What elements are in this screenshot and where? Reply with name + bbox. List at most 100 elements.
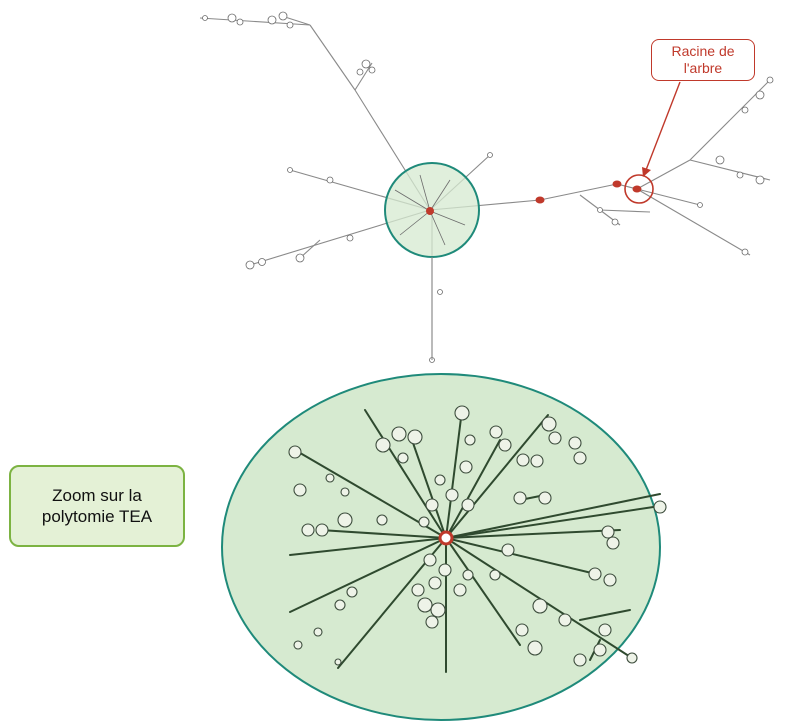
leaf-node xyxy=(515,623,529,637)
tree-branch xyxy=(299,239,321,259)
root-label-line2: l'arbre xyxy=(683,60,723,76)
leaf-node xyxy=(766,76,774,84)
polytomy-mini-branch xyxy=(399,210,431,236)
root-callout-label: Racine de l'arbre xyxy=(651,39,755,81)
leaf-node xyxy=(438,563,452,577)
leaf-node xyxy=(325,473,335,483)
leaf-node xyxy=(601,525,615,539)
leaf-node xyxy=(715,155,725,165)
zoomed-branch xyxy=(445,537,521,646)
leaf-node xyxy=(286,21,294,29)
leaf-node xyxy=(376,514,388,526)
leaf-node xyxy=(445,488,459,502)
leaf-node xyxy=(293,640,303,650)
polytomy-mini-branches xyxy=(394,174,466,246)
leaf-node xyxy=(437,289,443,295)
zoom-callout-label: Zoom sur la polytomie TEA xyxy=(9,465,185,547)
tree-branch xyxy=(689,119,731,161)
leaf-node xyxy=(573,451,587,465)
zoomed-branch xyxy=(445,529,621,539)
leaf-node xyxy=(245,260,255,270)
zoomed-branches xyxy=(289,409,661,673)
leaf-node xyxy=(697,202,703,208)
leaf-node xyxy=(236,18,244,26)
leaf-node xyxy=(462,569,474,581)
leaf-node xyxy=(301,523,315,537)
leaf-node xyxy=(501,543,515,557)
polytomy-mini-branch xyxy=(394,189,431,212)
leaf-node xyxy=(538,491,552,505)
leaf-node xyxy=(423,553,437,567)
leaf-node xyxy=(611,218,619,226)
zoomed-branch xyxy=(445,414,549,539)
internal-node xyxy=(612,180,622,188)
leaf-node xyxy=(288,445,302,459)
leaf-node xyxy=(346,234,354,242)
zoomed-branch xyxy=(445,537,601,576)
leaf-node xyxy=(603,573,617,587)
leaf-node xyxy=(532,598,548,614)
leaf-node xyxy=(755,90,765,100)
tree-branch xyxy=(636,188,701,206)
leaf-node xyxy=(361,59,371,69)
leaf-node xyxy=(558,613,572,627)
tree-branch xyxy=(689,159,771,181)
zoomed-branch xyxy=(445,493,661,539)
zoom-ellipse xyxy=(221,373,661,721)
leaf-node xyxy=(573,653,587,667)
leaf-node xyxy=(425,615,439,629)
leaf-node xyxy=(368,66,376,74)
polytomy-mini-branch xyxy=(419,174,431,212)
leaf-node xyxy=(498,438,512,452)
leaf-clusters xyxy=(202,11,774,363)
polytomy-mini-branch xyxy=(429,179,451,212)
leaf-node xyxy=(464,434,476,446)
leaf-node xyxy=(741,248,749,256)
leaf-node xyxy=(278,11,288,21)
leaf-node xyxy=(428,576,442,590)
leaf-node xyxy=(736,171,744,179)
tree-branch xyxy=(636,159,691,190)
leaf-node xyxy=(489,569,501,581)
leaf-node xyxy=(227,13,237,23)
polytomy-mini-branch xyxy=(429,210,466,226)
tree-branch xyxy=(354,62,373,91)
zoomed-branch xyxy=(445,505,661,539)
leaf-node xyxy=(487,152,493,158)
leaf-node xyxy=(454,405,470,421)
leaf-node xyxy=(516,453,530,467)
leaf-node xyxy=(453,583,467,597)
leaf-node xyxy=(407,429,423,445)
zoomed-branch xyxy=(445,409,463,539)
leaf-node xyxy=(315,523,329,537)
leaf-node xyxy=(593,643,607,657)
zoomed-branch xyxy=(411,439,447,539)
arrowhead-icon xyxy=(642,167,651,177)
leaf-node xyxy=(391,426,407,442)
leaf-node xyxy=(418,516,430,528)
leaf-node xyxy=(337,512,353,528)
leaf-node xyxy=(606,536,620,550)
leaf-node xyxy=(287,167,293,173)
root-node xyxy=(632,185,642,193)
tree-branch xyxy=(284,16,311,26)
leaf-node xyxy=(340,487,350,497)
leaf-node xyxy=(461,498,475,512)
zoomed-branch xyxy=(445,439,501,539)
leaf-node xyxy=(334,658,342,666)
leaf-node xyxy=(375,437,391,453)
zoomed-leaves xyxy=(288,405,667,667)
leaf-node xyxy=(541,416,557,432)
root-path-nodes xyxy=(535,180,642,204)
leaf-node xyxy=(530,454,544,468)
leaf-node xyxy=(653,500,667,514)
leaf-node xyxy=(597,207,603,213)
leaf-node xyxy=(598,623,612,637)
zoomed-branch xyxy=(364,409,447,539)
leaf-node xyxy=(202,15,208,21)
tree-branch xyxy=(636,188,751,256)
leaf-node xyxy=(425,498,439,512)
leaf-node xyxy=(459,460,473,474)
leaf-node xyxy=(411,583,425,597)
